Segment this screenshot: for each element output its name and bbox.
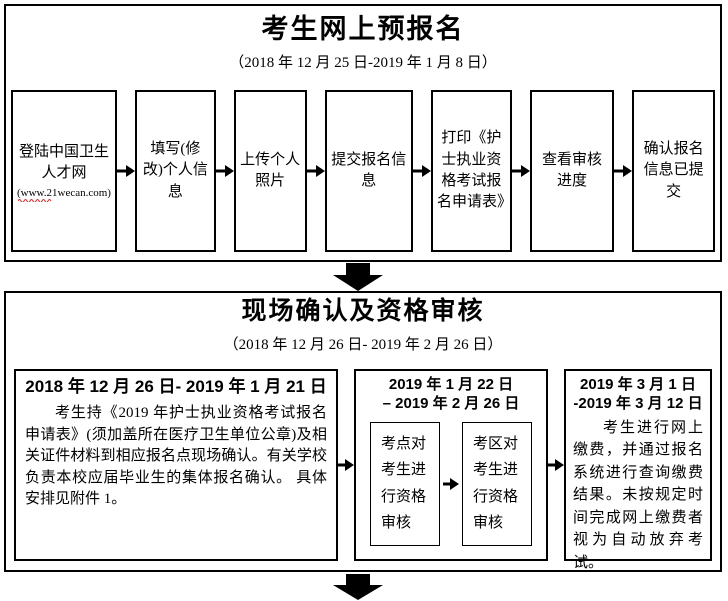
payment-dates-line2: -2019 年 3 月 12 日	[573, 394, 703, 412]
payment-dates-line1: 2019 年 3 月 1 日	[580, 376, 696, 393]
exam-area-review-label: 考区对考生进行资格审核	[473, 436, 519, 531]
step-submit-info-label: 提交报名信息	[331, 151, 407, 189]
online-preregistration-section: 考生网上预报名 （2018 年 12 月 25 日-2019 年 1 月 8 日…	[4, 4, 722, 262]
arrow-right-icon	[338, 458, 354, 472]
step-login-url-text: (www.21wecan.com)	[17, 187, 111, 200]
step-check-review-box: 查看审核进度	[529, 90, 615, 252]
step-print-form-box: 打印《护士执业资格考试报名申请表》	[431, 90, 512, 252]
arrow-down-icon	[330, 574, 386, 601]
arrow-right-icon	[614, 164, 633, 178]
review-sub-row: 考点对考生进行资格审核 考区对考生进行资格审核	[356, 421, 546, 546]
arrow-right-icon	[413, 164, 432, 178]
section1-date-range: （2018 年 12 月 25 日-2019 年 1 月 8 日）	[229, 55, 497, 72]
exam-area-review-box: 考区对考生进行资格审核	[462, 421, 532, 546]
step-login-label: 登陆中国卫生人才网	[18, 143, 109, 181]
step-fill-info-label: 填写(修改)个人信息	[142, 141, 208, 200]
arrow-right-icon	[440, 477, 462, 491]
arrow-down-icon	[330, 263, 386, 296]
section1-title: 考生网上预报名	[261, 14, 465, 44]
exam-site-review-label: 考点对考生进行资格审核	[381, 436, 427, 531]
step-login-url: (www.21wecan.com)	[17, 186, 111, 203]
section2-title: 现场确认及资格审核	[241, 298, 485, 325]
step-confirm-submitted-box: 确认报名信息已提交	[632, 90, 715, 252]
onsite-confirm-dates: 2018 年 12 月 26 日- 2019 年 1 月 21 日	[25, 377, 327, 396]
qualification-review-box: 2019 年 1 月 22 日 – 2019 年 2 月 26 日 考点对考生进…	[354, 369, 548, 561]
payment-body: 考生进行网上缴费，并通过报名系统进行查询缴费结果。未按规定时间完成网上缴费者视为…	[573, 419, 703, 571]
steps-row: 登陆中国卫生人才网 (www.21wecan.com) 填写(修改)个人信息 上…	[11, 90, 715, 252]
onsite-confirm-body: 考生持《2019 年护士执业资格考试报名申请表》(须加盖所在医疗卫生单位公章)及…	[25, 405, 327, 507]
step-confirm-submitted-label: 确认报名信息已提交	[643, 141, 704, 200]
online-payment-box: 2019 年 3 月 1 日 -2019 年 3 月 12 日 考生进行网上缴费…	[564, 369, 712, 571]
review-dates-line1: 2019 年 1 月 22 日	[388, 376, 514, 393]
review-dates-line2: – 2019 年 2 月 26 日	[382, 394, 520, 412]
step-fill-info-box: 填写(修改)个人信息	[134, 90, 216, 252]
step-check-review-label: 查看审核进度	[542, 151, 603, 189]
step-upload-photo-box: 上传个人照片	[233, 90, 307, 252]
exam-site-review-box: 考点对考生进行资格审核	[370, 421, 440, 546]
step-upload-photo-label: 上传个人照片	[240, 151, 301, 189]
arrow-right-icon	[548, 458, 564, 472]
arrow-right-icon	[511, 164, 530, 178]
section2-date-range: （2018 年 12 月 26 日- 2019 年 2 月 26 日）	[223, 336, 503, 353]
step-login-box: 登陆中国卫生人才网 (www.21wecan.com)	[11, 90, 117, 252]
spellcheck-squiggle-icon	[18, 199, 52, 203]
arrow-right-icon	[116, 164, 135, 178]
arrow-right-icon	[215, 164, 234, 178]
confirmation-row: 2018 年 12 月 26 日- 2019 年 1 月 21 日 考生持《20…	[14, 369, 712, 571]
onsite-confirm-detail-box: 2018 年 12 月 26 日- 2019 年 1 月 21 日 考生持《20…	[14, 369, 338, 561]
onsite-confirmation-section: 现场确认及资格审核 （2018 年 12 月 26 日- 2019 年 2 月 …	[4, 291, 722, 572]
step-print-form-label: 打印《护士执业资格考试报名申请表》	[437, 130, 513, 211]
step-submit-info-box: 提交报名信息	[324, 90, 414, 252]
arrow-right-icon	[306, 164, 325, 178]
